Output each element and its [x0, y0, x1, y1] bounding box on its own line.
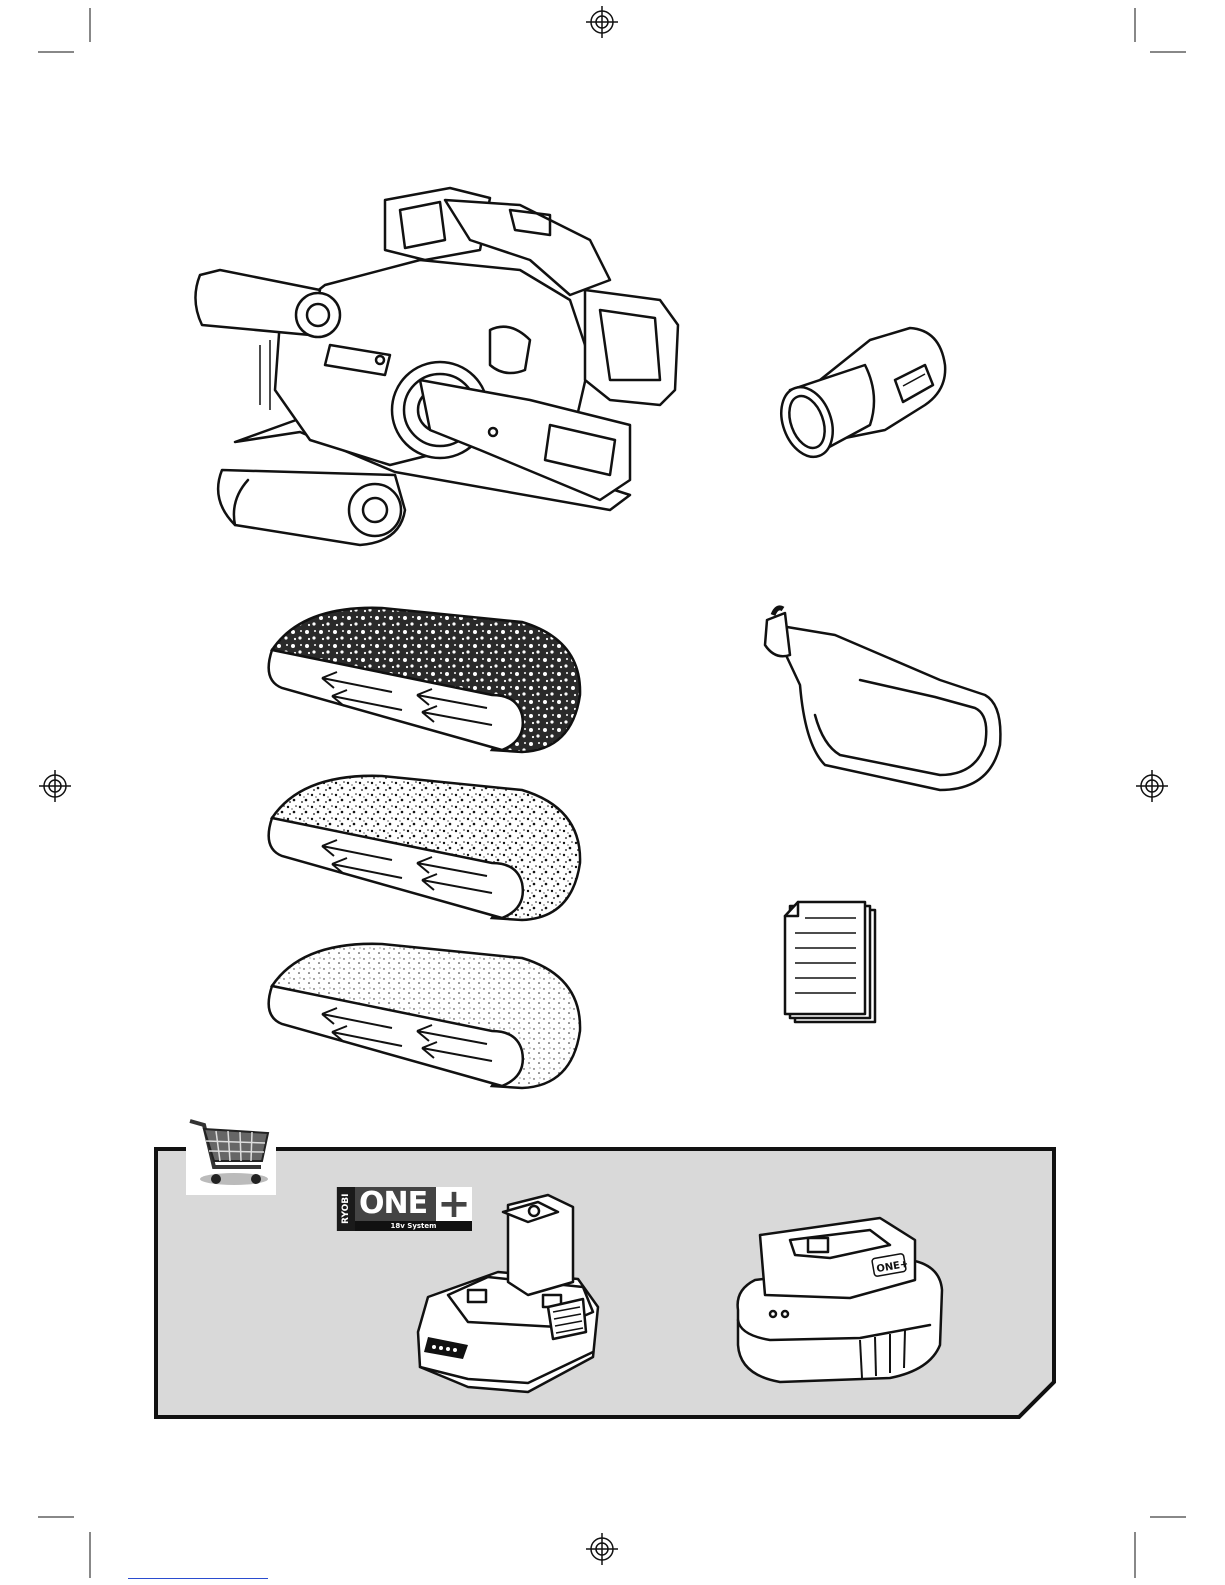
dust-bag-icon — [745, 605, 1010, 795]
dust-adapter-icon — [775, 320, 955, 465]
document-icon — [780, 898, 880, 1028]
footer-link — [128, 1577, 268, 1579]
sanding-belt-medium — [262, 768, 592, 928]
belt-sander-icon — [190, 180, 690, 550]
logo-brand: RYOBI — [336, 1187, 355, 1231]
shopping-cart-icon — [186, 1115, 276, 1195]
battery-icon — [408, 1187, 608, 1402]
sanding-belt-coarse — [262, 600, 592, 760]
registration-mark-icon — [39, 770, 71, 802]
registration-mark-icon — [586, 6, 618, 38]
sanding-belt-fine — [262, 936, 592, 1096]
charger-icon: ONE+ — [730, 1210, 950, 1390]
registration-mark-icon — [586, 1533, 618, 1565]
registration-mark-icon — [1136, 770, 1168, 802]
